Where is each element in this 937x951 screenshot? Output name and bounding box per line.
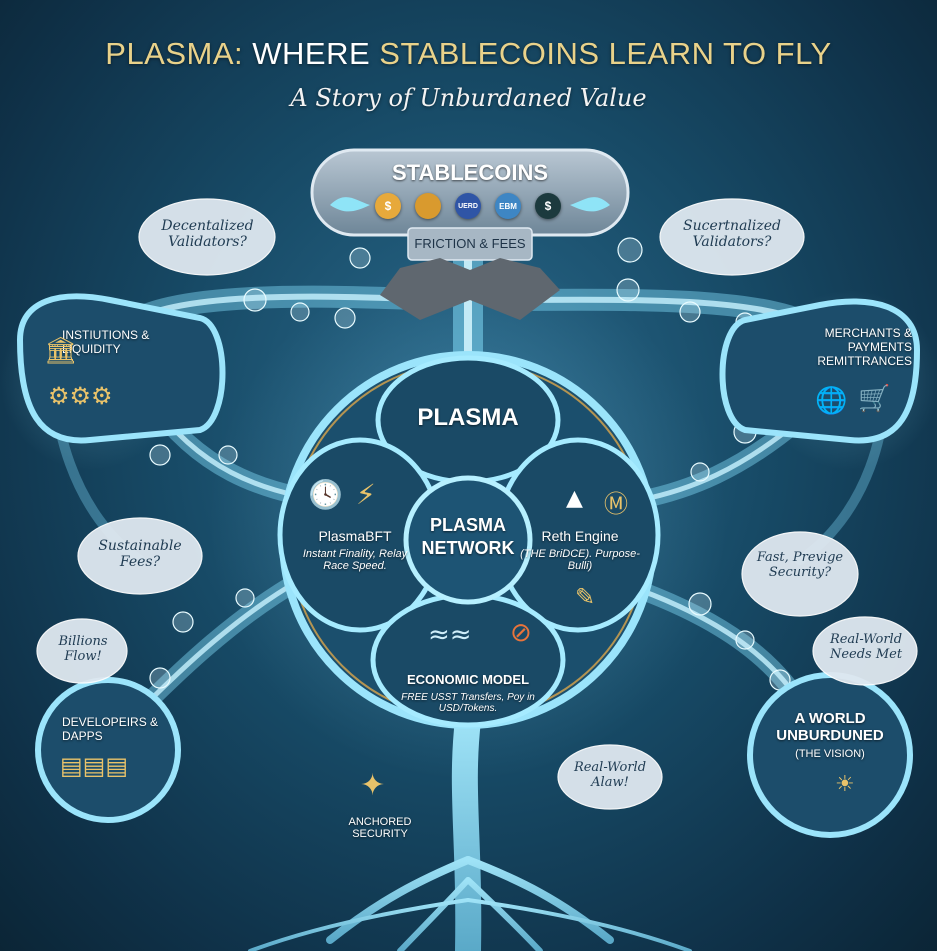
hummingbird-icon: ✦ xyxy=(360,768,385,803)
clock-icon: 🕓 xyxy=(308,478,343,511)
stablecoins-label: STABLECOINS xyxy=(312,160,628,186)
anchored-label: ANCHORED SECURITY xyxy=(325,816,435,840)
plasmabft-subtitle: Instant Finality, Relay Race Speed. xyxy=(295,548,415,572)
lightning-icon: ⚡ xyxy=(356,478,376,511)
world-title: A WORLD UNBURDUNED xyxy=(770,710,890,744)
no-fee-icon: ⊘ xyxy=(510,618,532,648)
bubble-top-left: Decentalized Validators? xyxy=(150,218,265,250)
reth-title: Reth Engine xyxy=(520,528,640,544)
title-part-learn: LEARN TO FLY xyxy=(609,36,832,71)
coin-s-icon: $ xyxy=(535,193,561,219)
coin-uerd-icon: UERD xyxy=(455,193,481,219)
cart-icon: 🛒 xyxy=(858,384,890,414)
reth-logo-icon: ▲ xyxy=(566,486,583,511)
bubble-mid-left: Sustainable Fees? xyxy=(92,538,188,570)
sunrise-icon: ☀ xyxy=(835,772,855,797)
plasma-center-label: PLASMA NETWORK xyxy=(418,514,518,560)
plasma-top-label: PLASMA xyxy=(398,404,538,432)
code-window-icon: ▤▤▤ xyxy=(60,752,128,780)
bubble-right-low: Real-World Needs Met xyxy=(820,632,912,662)
brush-icon: ✎ xyxy=(575,583,595,611)
bubble-bottom-mid: Real-World Alaw! xyxy=(565,760,655,790)
coin-ebm-icon: EBM xyxy=(495,193,521,219)
title-part-plasma: PLASMA: xyxy=(105,36,252,71)
plasmabft-title: PlasmaBFT xyxy=(295,528,415,544)
monero-logo-icon: Ⓜ xyxy=(604,484,628,519)
page-subtitle: A Story of Unburdaned Value xyxy=(0,84,937,112)
friction-label: FRICTION & FEES xyxy=(408,236,532,251)
coin-gold-icon xyxy=(415,193,441,219)
bubble-left-low: Billions Flow! xyxy=(48,634,118,664)
globe-icon: 🌐 xyxy=(815,386,847,416)
gears-icon: ⚙⚙⚙ xyxy=(48,382,113,410)
merchants-label: MERCHANTS & PAYMENTS REMITTRANCES xyxy=(790,326,912,368)
bubble-top-right: Sucertnalized Validators? xyxy=(672,218,792,250)
economic-model-subtitle: FREE USST Transfers, Poy in USD/Tokens. xyxy=(398,692,538,714)
coin-dollar-icon: $ xyxy=(375,193,401,219)
economic-model-title: ECONOMIC MODEL xyxy=(398,672,538,687)
page-title: PLASMA: WHERE STABLECOINS LEARN TO FLY xyxy=(0,36,937,72)
wind-icon: ≈≈ xyxy=(428,620,472,650)
title-part-stablecoins: STABLECOINS xyxy=(379,36,608,71)
bubble-right-mid: Fast, Previge Security? xyxy=(752,550,848,580)
world-subtitle: (THE VISION) xyxy=(770,748,890,760)
title-part-where: WHERE xyxy=(252,36,379,71)
reth-subtitle: (THE BriDCE). Purpose-Bulli) xyxy=(520,548,640,572)
developers-label: DEVELOPEIRS & DAPPS xyxy=(62,715,162,743)
bank-icon: 🏛 xyxy=(44,336,77,366)
